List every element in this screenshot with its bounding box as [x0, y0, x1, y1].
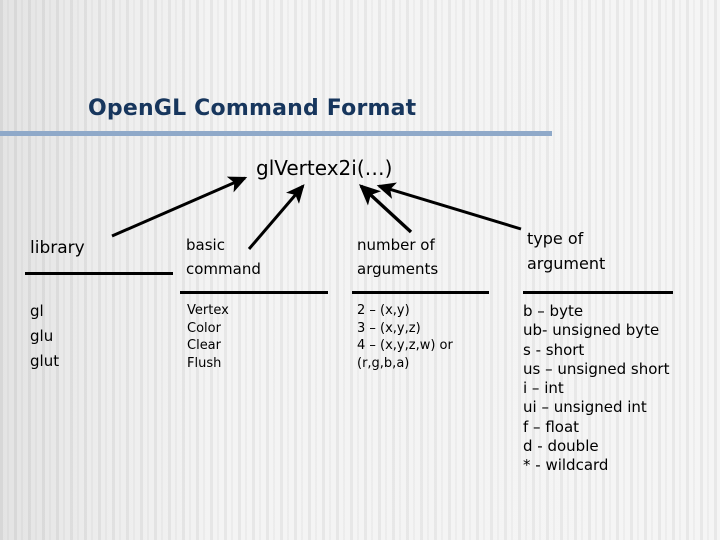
column-library-header: library	[30, 238, 85, 258]
column-arguments-header: number of arguments	[357, 236, 439, 278]
column-command-items: Vertex Color Clear Flush	[187, 303, 229, 371]
column-type: type of argument	[527, 226, 605, 276]
title-divider	[0, 131, 552, 136]
column-command-header: basic command	[186, 236, 261, 278]
column-type-header: type of argument	[527, 229, 606, 273]
column-library: library	[30, 238, 85, 258]
column-arguments: number of arguments	[357, 233, 438, 281]
command-signature-label: glVertex2i(…)	[256, 156, 393, 180]
column-library-divider	[25, 272, 173, 275]
column-arguments-divider	[352, 291, 489, 294]
column-library-items: gl glu glut	[30, 302, 60, 370]
arrow-arguments	[358, 184, 413, 234]
column-type-divider	[523, 291, 673, 294]
column-command-divider	[180, 291, 328, 294]
arrow-library	[111, 176, 248, 238]
column-type-items: b – byte ub- unsigned byte s - short us …	[523, 302, 670, 475]
arrow-type	[376, 182, 522, 231]
page-title: OpenGL Command Format	[88, 96, 417, 121]
column-arguments-items: 2 – (x,y) 3 – (x,y,z) 4 – (x,y,z,w) or (…	[357, 303, 453, 371]
column-command: basic command	[186, 233, 261, 281]
